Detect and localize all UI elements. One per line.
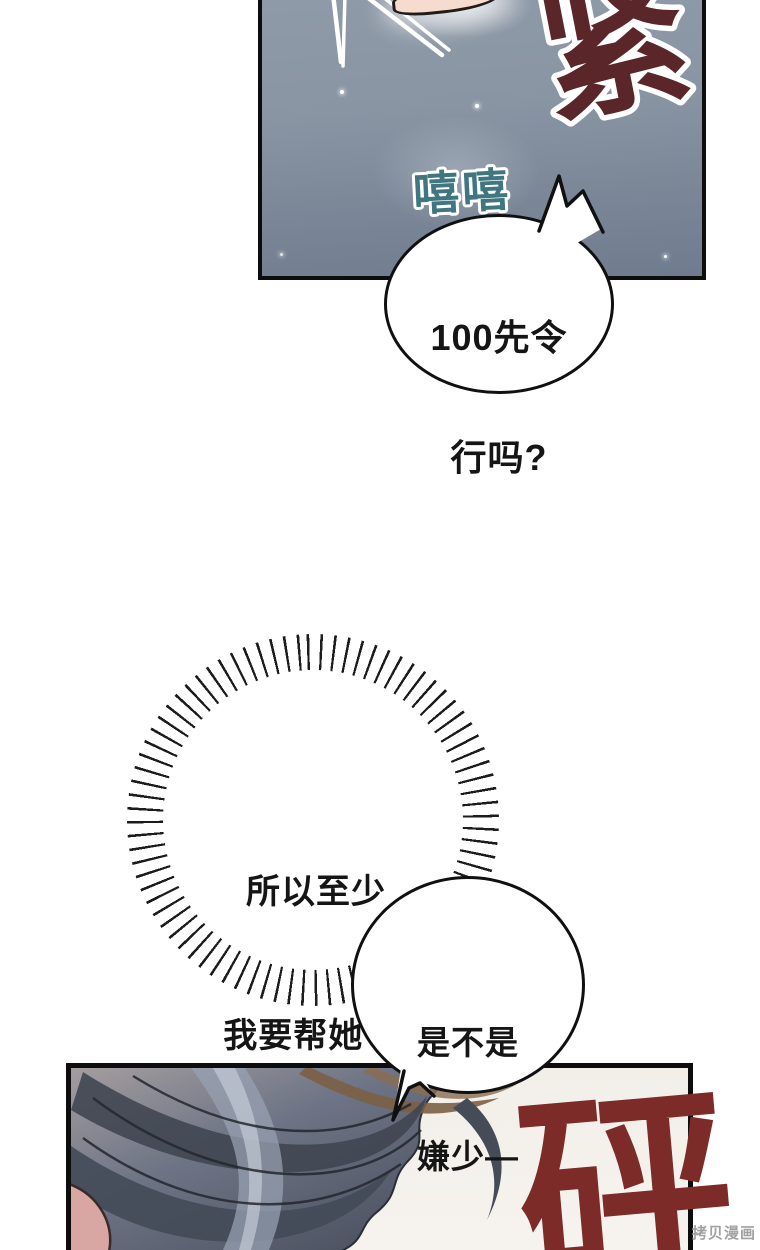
star-dot <box>280 253 283 256</box>
night-sky-art <box>262 0 702 276</box>
panel-head-closeup <box>66 1063 693 1250</box>
question-line2: 嫌少— <box>417 1138 519 1175</box>
offer-line2: 行吗? <box>450 437 548 478</box>
giggle-text: 嘻嘻 <box>412 163 513 220</box>
watermark: 拷贝漫画 <box>691 1225 756 1242</box>
question-dialogue: 是不是 嫌少— <box>351 948 585 1250</box>
sfx-bottom: 砰 <box>508 1066 743 1250</box>
thought-line1: 所以至少 <box>246 873 386 911</box>
offer-dialogue: 100先令 行吗? <box>384 238 614 558</box>
star-dot <box>475 104 479 108</box>
star-dot <box>664 255 667 258</box>
sfx-top: 紧 <box>519 0 709 148</box>
star-dot <box>340 90 344 94</box>
hair-artwork <box>71 1068 517 1250</box>
speech-bubble-question <box>351 876 585 1094</box>
sfx-bottom-text: 砰 <box>508 1066 743 1250</box>
giggle-sfx: 嘻嘻 <box>409 160 516 223</box>
offer-line1: 100先令 <box>430 317 568 358</box>
question-line1: 是不是 <box>417 1024 519 1061</box>
speed-lines-icon <box>331 0 451 68</box>
